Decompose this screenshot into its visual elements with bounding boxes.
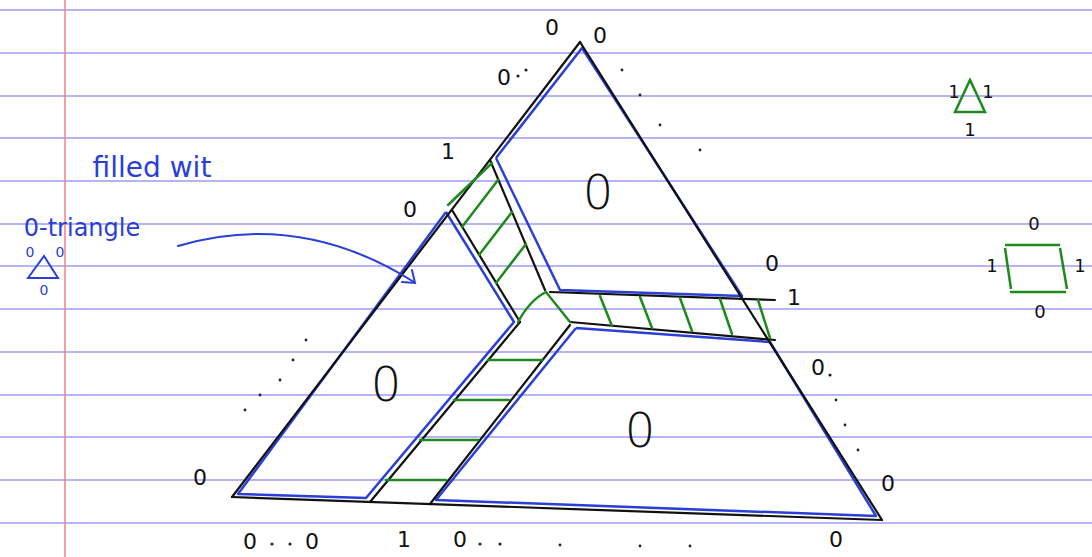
region-value: 0 [625,406,656,454]
margin-line [64,0,66,557]
icon-value: 0 [1034,303,1045,321]
icon-value: 1 [982,83,993,101]
region-value: 0 [583,168,614,216]
triangle-lines [232,42,882,520]
region-value: 0 [371,360,402,408]
ellipsis-dots [244,68,860,547]
icon-value: 0 [1028,215,1039,233]
ruled-lines [0,10,1092,523]
note-text: filled wit [93,154,212,182]
icon-value: 1 [948,83,959,101]
icon-value: 0 [26,245,35,259]
edge-value: 0 [193,467,207,489]
hatching [386,163,770,480]
icon-value: 0 [40,283,49,297]
edge-value: 0 [765,253,779,275]
icon-value: 1 [986,257,997,275]
edge-value: 0 [811,357,825,379]
icon-value: 1 [964,121,975,139]
edge-value: 0 [593,25,607,47]
edge-value: 0 [829,529,843,551]
edge-value: 0 [305,531,319,553]
edge-value: 0 [497,67,511,89]
edge-value: 1 [787,287,801,309]
rhombus-icon [1005,245,1067,292]
icon-value: 0 [56,245,65,259]
edge-value: 0 [243,531,257,553]
edge-value: 0 [403,199,417,221]
edge-value: 0 [453,529,467,551]
edge-value: 1 [441,141,455,163]
icon-value: 1 [1074,257,1085,275]
edge-value: 0 [545,17,559,39]
edge-value: 1 [397,529,411,551]
note-text: 0-triangle [24,216,140,240]
callout-arrow [178,234,415,283]
edge-value: 0 [881,473,895,495]
zero-triangle-icon [28,256,58,278]
region-outlines [238,48,876,516]
